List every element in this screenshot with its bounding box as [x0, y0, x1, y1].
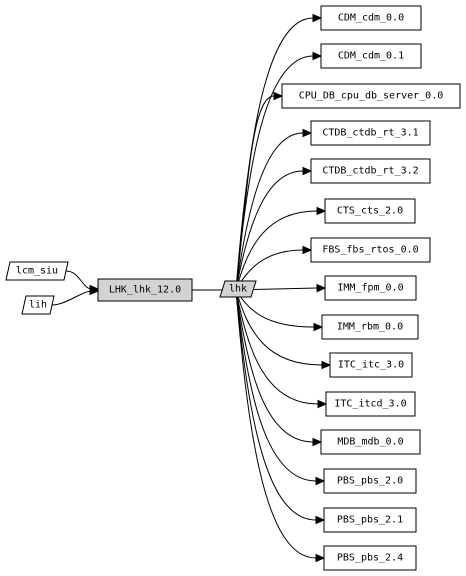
target-node[interactable]: CPU_DB_cpu_db_server_0.0 [281, 83, 461, 109]
main-node-label: LHK_lhk_12.0 [109, 285, 181, 296]
input-node-shape [5, 261, 69, 281]
edge-arrowhead [313, 322, 324, 332]
target-node[interactable]: MDB_mdb_0.0 [320, 429, 421, 455]
target-node-label: ITC_itc_3.0 [338, 360, 404, 371]
target-node[interactable]: CTDB_ctdb_rt_3.1 [310, 120, 431, 146]
edge-hub-to-target [235, 132, 304, 291]
edge-hub-to-target [235, 170, 304, 291]
edge-arrowhead [316, 283, 327, 293]
target-node-shape [281, 83, 461, 109]
main-node-shape [97, 278, 193, 302]
edge-arrowhead [315, 515, 326, 525]
target-node-label: IMM_fpm_0.0 [337, 283, 403, 294]
target-node-label: PBS_pbs_2.0 [337, 476, 403, 487]
edge-hub-to-target [235, 289, 317, 521]
edge-hub-to-target [235, 210, 318, 291]
edge-arrowhead [315, 476, 326, 486]
edge-arrowhead [302, 128, 313, 138]
target-node[interactable]: IMM_fpm_0.0 [324, 275, 417, 301]
target-node-shape [324, 198, 416, 224]
edge-hub-to-target [235, 289, 317, 559]
target-node[interactable]: CTDB_ctdb_rt_3.2 [310, 158, 431, 184]
edge-lcm_siu-to-main [65, 270, 93, 290]
target-node[interactable]: PBS_pbs_2.4 [323, 545, 417, 571]
target-node[interactable]: IMM_rbm_0.0 [321, 314, 419, 340]
target-node-shape [310, 158, 431, 184]
input-node-label: lih [29, 300, 47, 311]
target-node-label: CTS_cts_2.0 [337, 206, 403, 217]
target-node-shape [324, 275, 417, 301]
target-node-label: PBS_pbs_2.1 [337, 515, 403, 526]
target-node-shape [323, 545, 417, 571]
target-node-label: FBS_fbs_rtos_0.0 [322, 245, 418, 256]
edges-layer [51, 13, 332, 563]
target-node-label: MDB_mdb_0.0 [337, 437, 403, 448]
main-node[interactable]: LHK_lhk_12.0 [97, 278, 193, 302]
edge-arrowhead [273, 91, 284, 101]
target-node-label: IMM_rbm_0.0 [337, 322, 403, 333]
target-node-shape [323, 507, 417, 533]
edge-hub-to-target [235, 95, 275, 291]
edge-arrowhead [312, 13, 323, 23]
target-node-shape [329, 352, 413, 378]
target-node[interactable]: ITC_itcd_3.0 [325, 391, 416, 417]
edge-hub-to-target [235, 289, 323, 366]
target-node-label: PBS_pbs_2.4 [337, 553, 403, 564]
target-node-label: ITC_itcd_3.0 [334, 399, 406, 410]
target-node-shape [321, 314, 419, 340]
target-node-label: CTDB_ctdb_rt_3.1 [322, 128, 418, 139]
edge-hub-to-target [235, 289, 319, 405]
target-node-shape [320, 43, 422, 69]
target-node-shape [320, 5, 422, 31]
target-node[interactable]: CDM_cdm_0.0 [320, 5, 422, 31]
target-node-shape [323, 468, 417, 494]
edge-arrowhead [315, 553, 326, 563]
target-node[interactable]: PBS_pbs_2.0 [323, 468, 417, 494]
target-node-label: CDM_cdm_0.1 [338, 51, 404, 62]
target-node-label: CPU_DB_cpu_db_server_0.0 [299, 91, 444, 102]
edge-arrowhead [321, 360, 332, 370]
edge-arrowhead [312, 437, 323, 447]
target-node[interactable]: FBS_fbs_rtos_0.0 [310, 237, 431, 263]
input-node-lcm_siu[interactable]: lcm_siu [5, 261, 69, 281]
target-node-shape [320, 429, 421, 455]
edge-arrowhead [302, 166, 313, 176]
hub-node-label: lhk [229, 284, 247, 295]
target-node[interactable]: CDM_cdm_0.1 [320, 43, 422, 69]
edge-hub-to-target [235, 17, 314, 291]
target-node[interactable]: PBS_pbs_2.1 [323, 507, 417, 533]
hub-node[interactable]: lhk [219, 280, 257, 298]
edge-hub-to-target [235, 289, 317, 482]
target-node[interactable]: CTS_cts_2.0 [324, 198, 416, 224]
edge-arrowhead [312, 51, 323, 61]
edge-hub-to-target [235, 289, 314, 443]
edge-arrowhead [89, 286, 100, 296]
edge-arrowhead [316, 206, 327, 216]
input-node-shape [21, 295, 55, 315]
target-node-shape [310, 120, 431, 146]
target-node-shape [325, 391, 416, 417]
edge-lih-to-main [51, 290, 93, 306]
hub-node-shape [219, 280, 257, 298]
target-node[interactable]: ITC_itc_3.0 [329, 352, 413, 378]
edge-arrowhead [302, 245, 313, 255]
edge-arrowhead [317, 399, 328, 409]
target-node-label: CDM_cdm_0.0 [338, 13, 404, 24]
target-node-label: CTDB_ctdb_rt_3.2 [322, 166, 418, 177]
input-node-lih[interactable]: lih [21, 295, 55, 315]
input-node-label: lcm_siu [16, 266, 58, 277]
target-node-shape [310, 237, 431, 263]
